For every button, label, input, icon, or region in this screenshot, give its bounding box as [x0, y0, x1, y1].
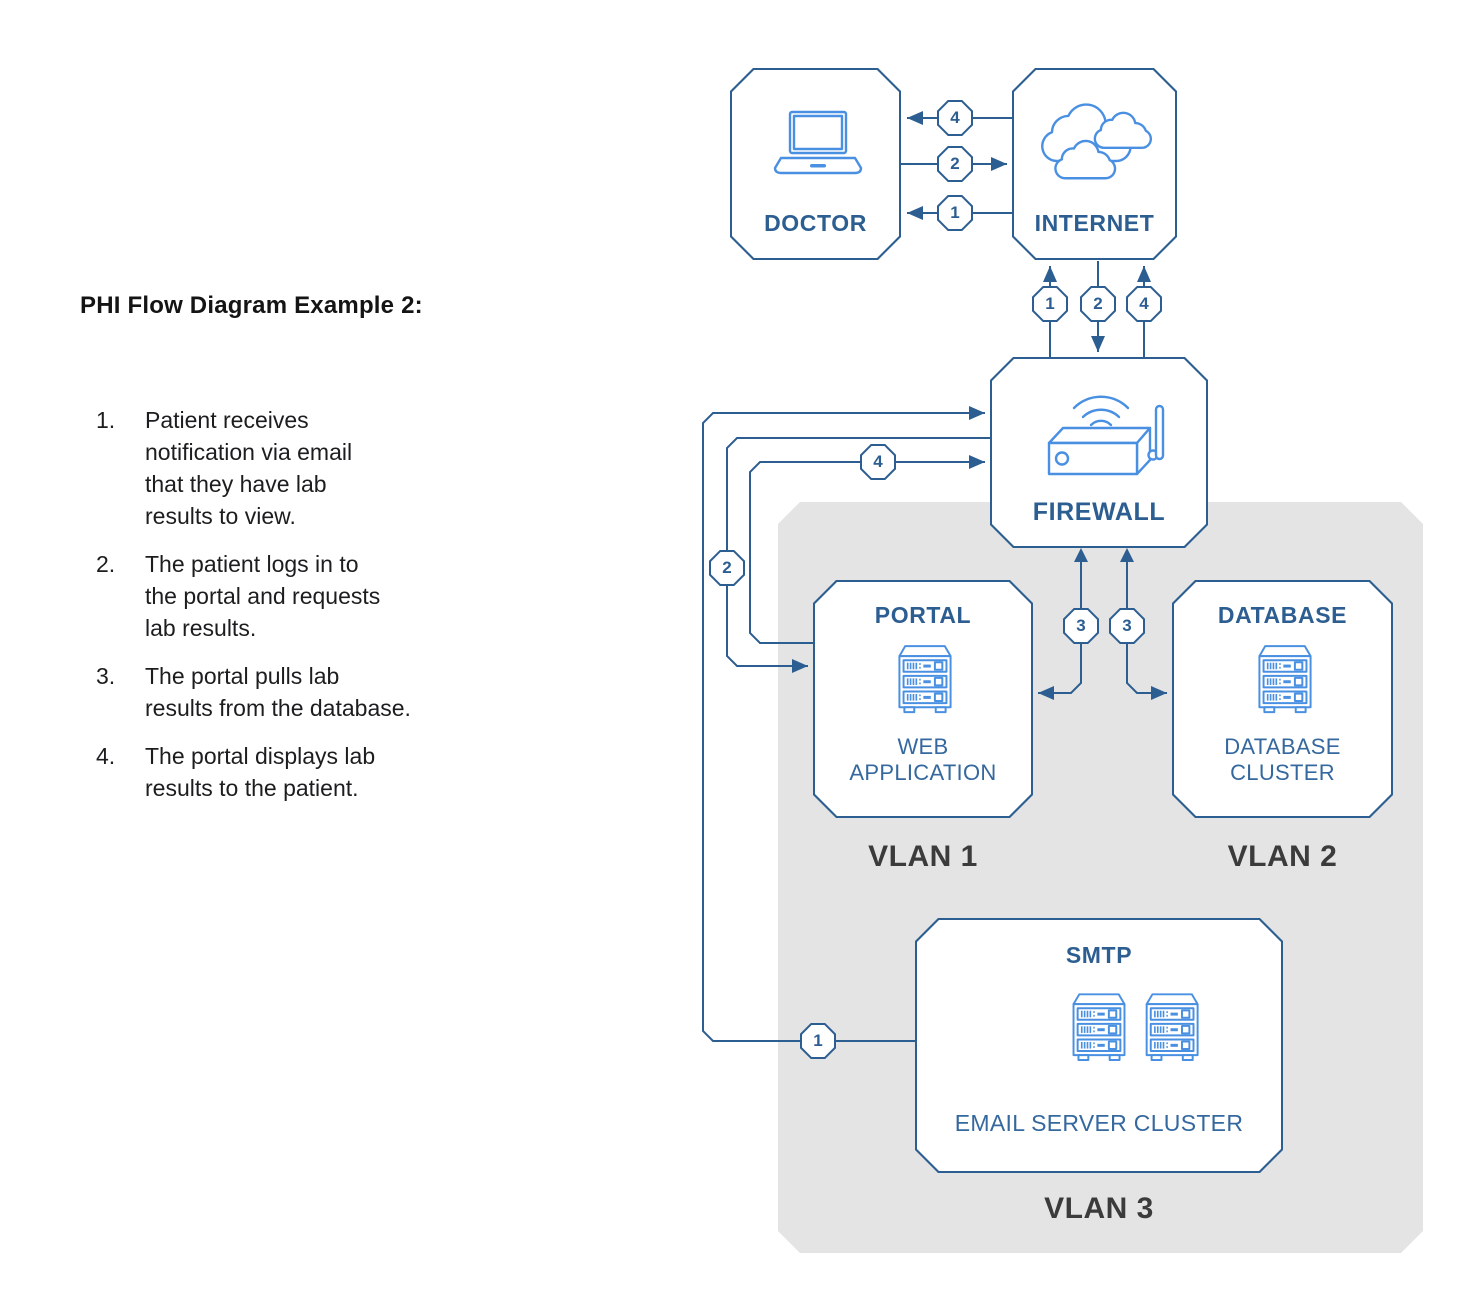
node-internet: INTERNET	[1012, 68, 1177, 260]
vlan1-label: VLAN 1	[868, 840, 978, 873]
wireless-router-icon	[1026, 373, 1176, 485]
description-panel: PHI Flow Diagram Example 2: Patient rece…	[80, 292, 470, 820]
flow-badge-internet-to-firewall-2: 2	[1080, 286, 1116, 322]
flow-badge-firewall-to-internet-4: 4	[1126, 286, 1162, 322]
flow-badge-firewall-to-internet-1: 1	[1032, 286, 1068, 322]
portal-title: PORTAL	[874, 602, 972, 628]
node-smtp: SMTP EMAIL SERVER CLUSTER	[915, 918, 1283, 1173]
flow-badge-firewall-database-3: 3	[1109, 608, 1145, 644]
database-subtitle: DATABASE CLUSTER	[1224, 734, 1341, 785]
flow-badge-smtp-to-firewall-1: 1	[800, 1023, 836, 1059]
node-firewall: FIREWALL	[990, 357, 1208, 548]
flow-badge-doctor-to-internet-2: 2	[937, 146, 973, 182]
smtp-title: SMTP	[1065, 942, 1133, 968]
flow-badge-internet-to-doctor-1: 1	[937, 195, 973, 231]
flow-step-4: The portal displays lab results to the p…	[96, 740, 376, 801]
portal-subtitle: WEB APPLICATION	[849, 734, 997, 785]
vlan3-label: VLAN 3	[1044, 1192, 1154, 1225]
vlan2-label: VLAN 2	[1227, 840, 1338, 873]
database-title: DATABASE	[1217, 602, 1348, 628]
flow-badge-firewall-to-portal-2: 2	[709, 550, 745, 586]
flow-step-3: The portal pulls lab results from the da…	[96, 660, 411, 721]
internet-label: INTERNET	[1034, 210, 1155, 236]
page-title: PHI Flow Diagram Example 2:	[80, 292, 423, 319]
node-firewall-body: FIREWALL	[992, 359, 1206, 546]
server-icon	[1252, 638, 1318, 722]
flow-badge-firewall-portal-3: 3	[1063, 608, 1099, 644]
smtp-subtitle: EMAIL SERVER CLUSTER	[954, 1110, 1244, 1136]
node-internet-body: INTERNET	[1014, 70, 1175, 258]
node-database-body: DATABASE DATABASE CLUSTER	[1174, 582, 1391, 816]
node-portal-body: PORTAL WEB APPLICATION	[815, 582, 1031, 816]
node-doctor: DOCTOR	[730, 68, 901, 260]
flow-step-1: Patient receives notification via email …	[96, 404, 353, 529]
clouds-icon	[1032, 100, 1160, 192]
firewall-label: FIREWALL	[1032, 498, 1166, 526]
server-icon	[892, 638, 958, 722]
doctor-label: DOCTOR	[764, 210, 867, 236]
laptop-icon	[768, 108, 868, 180]
node-smtp-body: SMTP EMAIL SERVER CLUSTER	[917, 920, 1281, 1171]
node-portal: PORTAL WEB APPLICATION	[813, 580, 1033, 818]
node-database: DATABASE DATABASE CLUSTER	[1172, 580, 1393, 818]
flow-badge-internet-to-doctor-4: 4	[937, 100, 973, 136]
flow-badge-portal-to-firewall-4: 4	[860, 444, 896, 480]
flow-step-2: The patient logs in to the portal and re…	[96, 548, 381, 641]
node-doctor-body: DOCTOR	[732, 70, 899, 258]
flow-steps-list: Patient receives notification via email …	[80, 404, 470, 804]
server-cluster-icon	[993, 986, 1205, 1070]
